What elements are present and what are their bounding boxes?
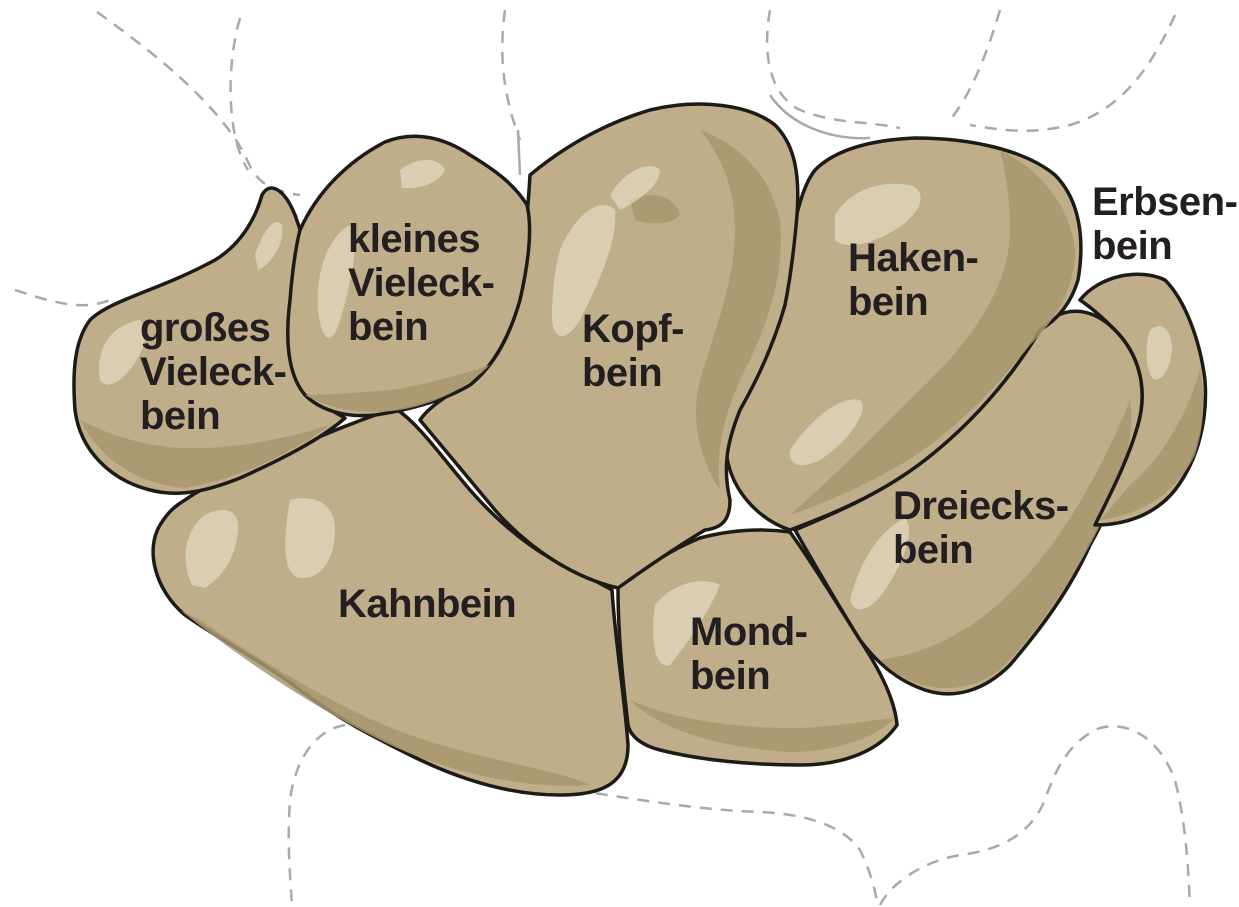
label-line: großes [140, 306, 270, 350]
label-line: Dreiecks- [893, 484, 1069, 528]
label-line: bein [893, 528, 973, 572]
label-line: Haken- [848, 236, 978, 280]
label-line: Mond- [690, 610, 807, 654]
label-line: Vieleck- [348, 261, 495, 305]
label-line: bein [690, 654, 770, 698]
label-line: Vieleck- [140, 350, 287, 394]
label-line: Kahnbein [338, 582, 516, 626]
label-kahnbein: Kahnbein [338, 582, 516, 626]
label-line: Erbsen- [1092, 180, 1237, 224]
label-erbsenbein: Erbsen- bein [1092, 180, 1239, 268]
label-line: bein [1092, 224, 1172, 268]
label-line: bein [348, 305, 428, 349]
label-line: bein [140, 394, 220, 438]
label-line: bein [582, 351, 662, 395]
label-line: Kopf- [582, 307, 684, 351]
label-line: bein [848, 280, 928, 324]
label-line: kleines [348, 217, 480, 261]
